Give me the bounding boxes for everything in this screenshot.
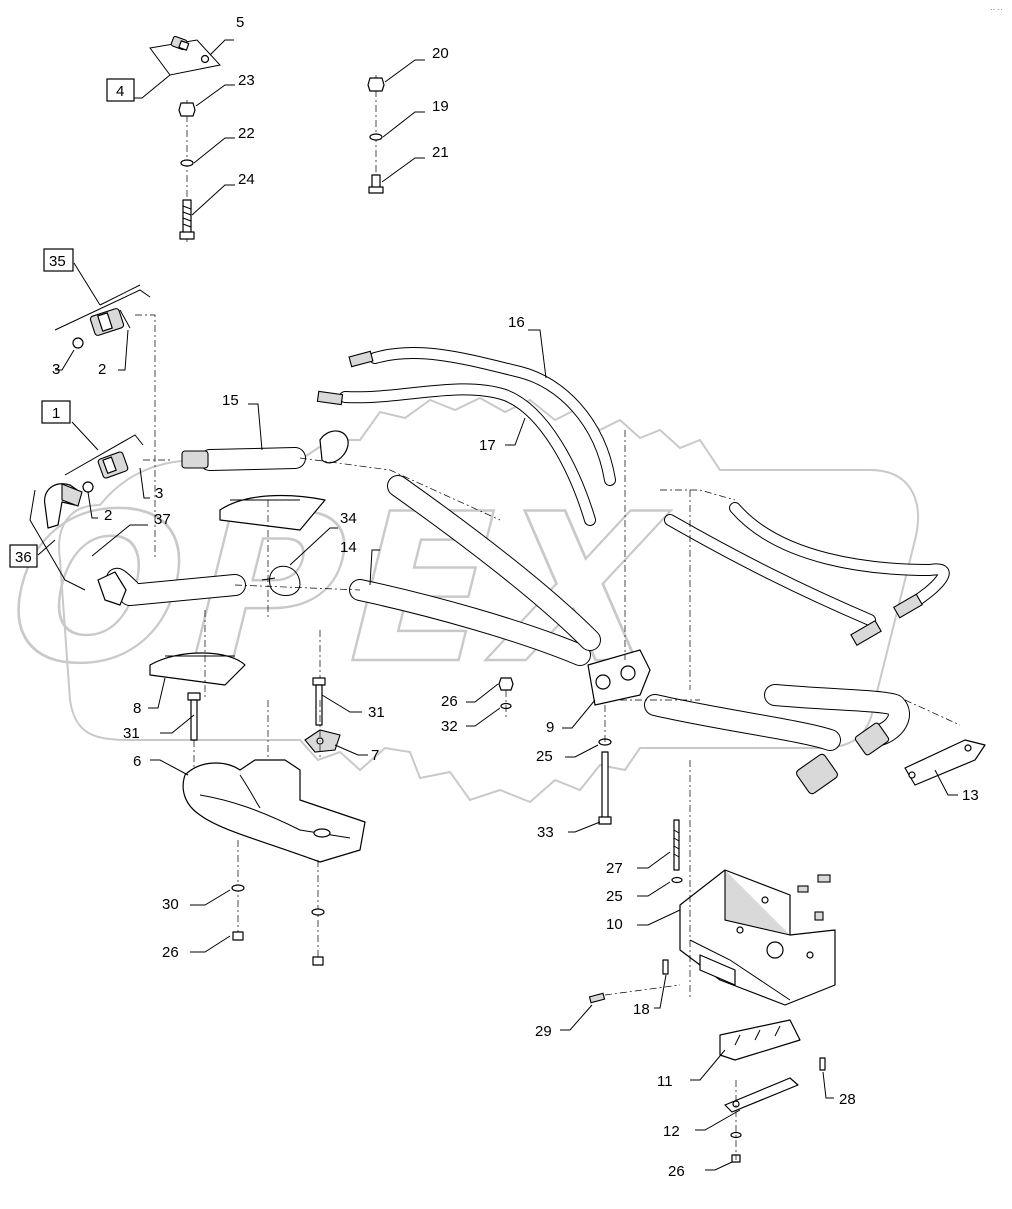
callout-5: 5 bbox=[236, 14, 244, 31]
fitting-kit-35 bbox=[54, 262, 156, 440]
callout-21: 21 bbox=[432, 144, 449, 161]
callout-37: 37 bbox=[154, 511, 171, 528]
callout-4: 4 bbox=[116, 83, 124, 100]
callout-3b: 3 bbox=[155, 485, 163, 502]
shield-upper bbox=[219, 494, 326, 531]
callout-34: 34 bbox=[340, 510, 357, 527]
callout-33: 33 bbox=[537, 824, 554, 841]
callout-28: 28 bbox=[839, 1091, 856, 1108]
callout-30: 30 bbox=[162, 896, 179, 913]
callout-7: 7 bbox=[371, 747, 379, 764]
callout-18: 18 bbox=[633, 1001, 650, 1018]
callout-box-1 bbox=[41, 400, 71, 424]
callout-14: 14 bbox=[340, 539, 357, 556]
assembly-dash-lines bbox=[154, 430, 691, 1000]
hardware-30-26 bbox=[190, 840, 325, 966]
callout-labels: 5 4 23 22 24 20 19 21 35 3 2 16 15 17 1 … bbox=[15, 14, 979, 1180]
guard-6 bbox=[150, 759, 366, 863]
hardware-28-26 bbox=[705, 1057, 834, 1171]
callout-23: 23 bbox=[238, 72, 255, 89]
callout-25a: 25 bbox=[536, 748, 553, 765]
callout-2b: 2 bbox=[104, 507, 112, 524]
callout-box-4 bbox=[106, 78, 135, 102]
bolt-33 bbox=[565, 705, 612, 833]
hose-14 bbox=[97, 475, 601, 666]
clamp-block-9 bbox=[562, 649, 651, 729]
callout-box-35 bbox=[43, 248, 74, 272]
callout-26c: 26 bbox=[668, 1163, 685, 1180]
callout-3a: 3 bbox=[52, 361, 60, 378]
strap-12 bbox=[695, 1077, 799, 1131]
callout-36: 36 bbox=[15, 549, 32, 566]
hose-15 bbox=[181, 403, 501, 521]
hose-16 bbox=[348, 329, 616, 486]
bolt-stack-right bbox=[367, 59, 425, 194]
callout-8: 8 bbox=[133, 700, 141, 717]
clamp-block-11 bbox=[690, 1019, 801, 1081]
hose-17 bbox=[316, 383, 596, 526]
mount-bracket-10 bbox=[637, 869, 836, 1006]
hardware-26-32 bbox=[466, 677, 514, 727]
bolt-31-right bbox=[312, 630, 362, 726]
hose-assembly-right bbox=[620, 489, 950, 795]
callout-26a: 26 bbox=[441, 693, 458, 710]
bolt-stack-left bbox=[178, 84, 235, 245]
callout-32: 32 bbox=[441, 718, 458, 735]
bolt-27 bbox=[637, 819, 683, 897]
callout-26b: 26 bbox=[162, 944, 179, 961]
callout-24: 24 bbox=[238, 171, 255, 188]
callout-35: 35 bbox=[49, 253, 66, 270]
callout-29: 29 bbox=[535, 1023, 552, 1040]
callout-11: 11 bbox=[657, 1073, 673, 1090]
callout-10: 10 bbox=[606, 916, 623, 933]
bracket-13 bbox=[904, 699, 986, 796]
callout-9: 9 bbox=[546, 719, 554, 736]
callout-17: 17 bbox=[479, 437, 496, 454]
callout-16: 16 bbox=[508, 314, 525, 331]
watermark-gear-outline bbox=[58, 396, 919, 804]
callout-31a: 31 bbox=[123, 725, 140, 742]
plate-7 bbox=[304, 729, 368, 756]
callout-1: 1 bbox=[52, 405, 60, 422]
fitting-kit-4 bbox=[134, 35, 234, 99]
hardware-18-29 bbox=[560, 959, 681, 1031]
bolt-31-left bbox=[160, 692, 201, 770]
callout-25b: 25 bbox=[606, 888, 623, 905]
clamp-34 bbox=[261, 527, 338, 596]
callout-27: 27 bbox=[606, 860, 623, 877]
callout-19: 19 bbox=[432, 98, 449, 115]
corner-mark: ·· ·· bbox=[990, 5, 1003, 14]
callout-2a: 2 bbox=[98, 361, 106, 378]
callout-13: 13 bbox=[962, 787, 979, 804]
callout-15: 15 bbox=[222, 392, 239, 409]
callout-box-36 bbox=[9, 544, 38, 568]
fitting-kit-1 bbox=[29, 421, 170, 591]
callout-31b: 31 bbox=[368, 704, 385, 721]
callout-6: 6 bbox=[133, 753, 141, 770]
shield-8 bbox=[148, 652, 246, 709]
callout-20: 20 bbox=[432, 45, 449, 62]
callout-22: 22 bbox=[238, 125, 255, 142]
callout-12: 12 bbox=[663, 1123, 680, 1140]
